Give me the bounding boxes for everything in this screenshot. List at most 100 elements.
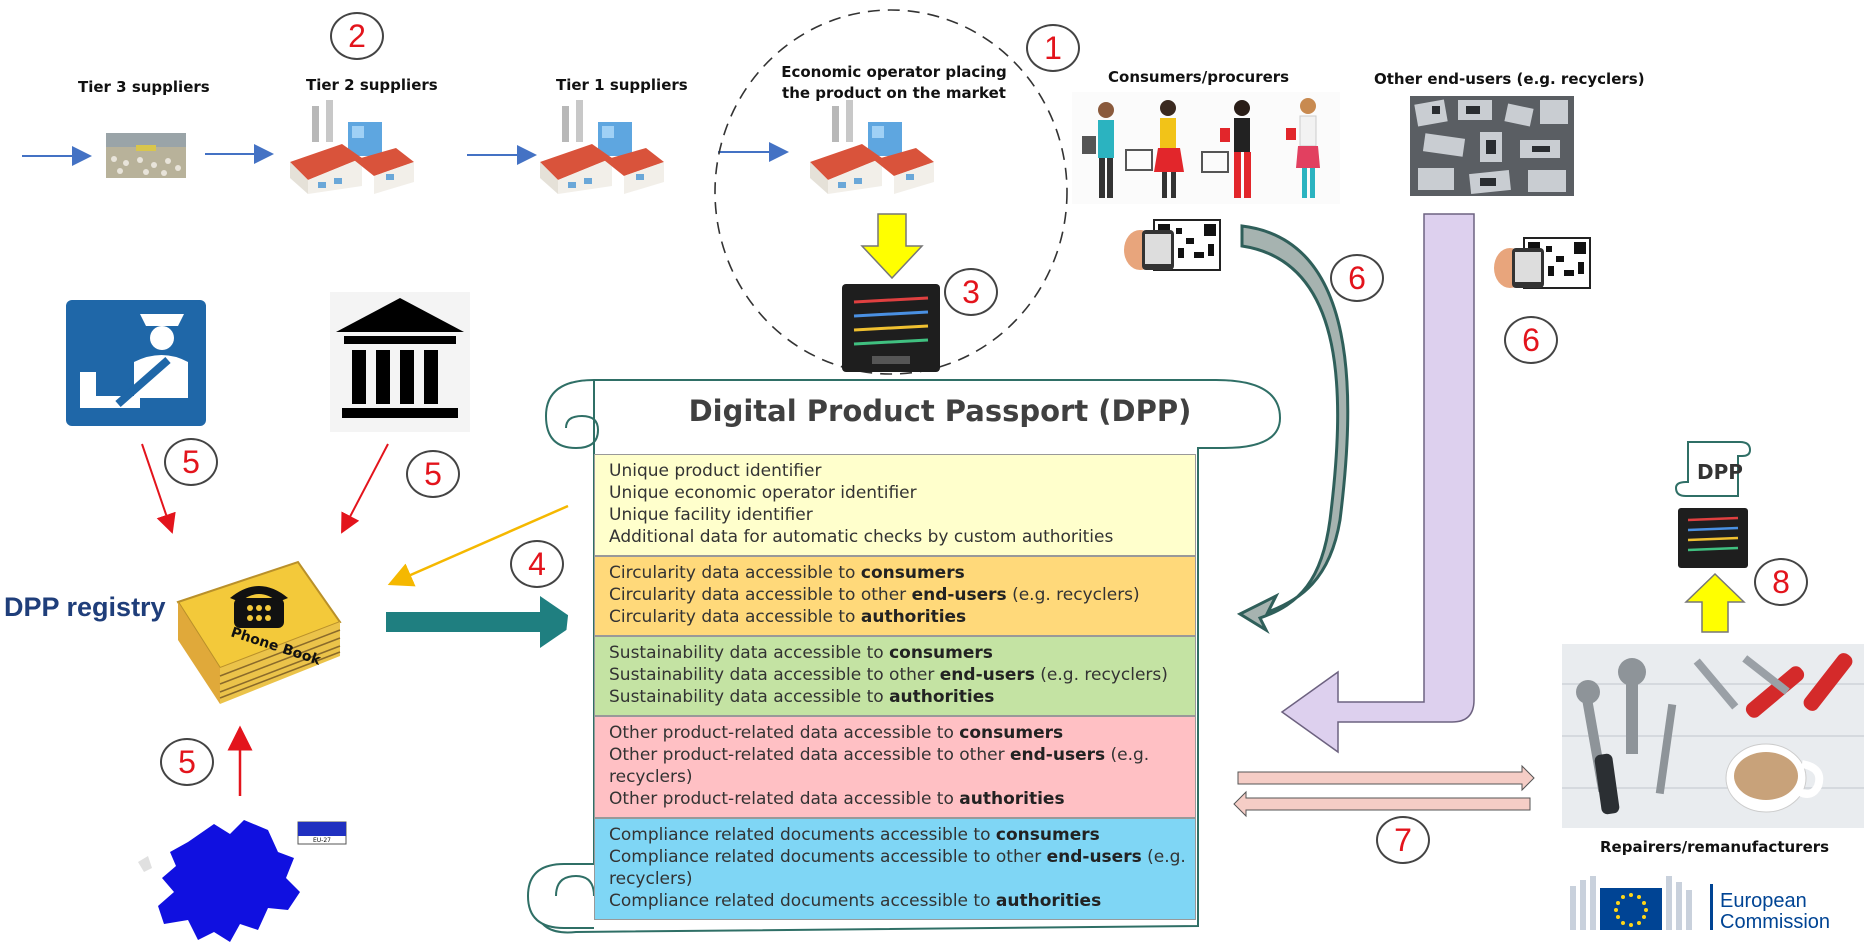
dpp-line-text: Circularity data accessible to other: [609, 585, 912, 605]
dpp-section-line: Compliance related documents accessible …: [609, 846, 1195, 890]
authority-building-icon: [330, 292, 470, 432]
mini-dpp-label: DPP: [1697, 460, 1743, 484]
dpp-section-line: Unique product identifier: [609, 460, 1195, 482]
dpp-line-emphasis: consumers: [860, 563, 965, 583]
dpp-line-emphasis: consumers: [995, 825, 1100, 845]
e-waste-photo: [1410, 96, 1574, 196]
dpp-section-line: Sustainability data accessible to consum…: [609, 642, 1195, 664]
dpp-line-text: Sustainability data accessible to: [609, 687, 890, 707]
dpp-line-text: Compliance related documents accessible …: [609, 825, 996, 845]
qr-scan-phone-icon: [1124, 219, 1221, 271]
dpp-line-text: Circularity data accessible to: [609, 563, 861, 583]
dpp-section-line: Other product-related data accessible to…: [609, 722, 1195, 744]
dpp-section-line: Circularity data accessible to authoriti…: [609, 606, 1195, 628]
operator-factory-icon: [810, 100, 934, 194]
dpp-section-sustainability: Sustainability data accessible to consum…: [594, 636, 1196, 716]
phone-book-icon: Phone Book: [176, 560, 342, 704]
dpp-section-line: Unique economic operator identifier: [609, 482, 1195, 504]
dpp-line-text: Sustainability data accessible to other: [609, 665, 940, 685]
dpp-section-circularity: Circularity data accessible to consumers…: [594, 556, 1196, 636]
dpp-line-text: Unique economic operator identifier: [609, 483, 917, 503]
dpp-line-emphasis: end-users: [939, 665, 1035, 685]
authority-to-registry-arrow: [341, 443, 389, 534]
tier1-factory-icon: [540, 100, 664, 194]
european-commission-logo: [1570, 876, 1713, 930]
step-marker-3: 3: [944, 268, 998, 316]
eu-map-icon: EU-27: [138, 820, 347, 942]
dpp-line-text: (e.g. recyclers): [1006, 585, 1140, 605]
tier3-label: Tier 3 suppliers: [78, 78, 210, 96]
step-marker-7: 7: [1376, 816, 1430, 864]
dpp-line-emphasis: authorities: [959, 789, 1065, 809]
dpp-line-emphasis: consumers: [959, 723, 1064, 743]
operator-dashed-circle: [714, 9, 1068, 375]
qr-scan-phone-icon-2: [1494, 237, 1591, 289]
dpp-line-emphasis: authorities: [995, 891, 1102, 911]
step-marker-2: 2: [330, 12, 384, 60]
step-marker-6-consumers: 6: [1330, 254, 1384, 302]
step-marker-4: 4: [510, 540, 564, 588]
dpp-section-line: Sustainability data accessible to author…: [609, 686, 1195, 708]
yellow-down-arrow: [860, 213, 924, 280]
dpp-line-text: Compliance related documents accessible …: [609, 847, 1047, 867]
server-icon: [842, 284, 940, 372]
dpp-line-text: (e.g. recyclers): [1034, 665, 1168, 685]
dpp-line-text: Sustainability data accessible to: [609, 643, 890, 663]
dpp-registry-label: DPP registry: [4, 592, 166, 622]
tier1-label: Tier 1 suppliers: [556, 76, 688, 94]
dpp-line-text: (e.g. recyclers): [609, 847, 1186, 889]
dpp-to-repairers-arrow: [1237, 764, 1535, 792]
european-commission-text: European Commission: [1720, 890, 1831, 933]
dpp-line-emphasis: end-users: [1046, 847, 1142, 867]
dpp-section-other-product: Other product-related data accessible to…: [594, 716, 1196, 818]
repair-tools-photo: [1562, 644, 1864, 828]
repairers-label: Repairers/remanufacturers: [1600, 838, 1830, 856]
customs-to-registry-arrow: [141, 443, 176, 534]
dpp-line-emphasis: authorities: [889, 687, 995, 707]
consumers-to-dpp-curved-arrow: [1236, 224, 1350, 635]
repairers-to-dpp-arrow: [1233, 790, 1531, 818]
customs-officer-icon: [66, 300, 206, 426]
operator-label: Economic operator placing the product on…: [781, 63, 1007, 102]
dpp-section-line: Unique facility identifier: [609, 504, 1195, 526]
step-marker-5-eu: 5: [160, 738, 214, 786]
tier2-label: Tier 2 suppliers: [306, 76, 438, 94]
dpp-line-text: Unique product identifier: [609, 461, 822, 481]
yellow-up-arrow: [1684, 572, 1746, 633]
dpp-section-line: Circularity data accessible to consumers: [609, 562, 1195, 584]
step-marker-8: 8: [1754, 558, 1808, 606]
dpp-line-emphasis: end-users: [911, 585, 1007, 605]
step-marker-6-end-users: 6: [1504, 316, 1558, 364]
dpp-line-text: Additional data for automatic checks by …: [609, 527, 1114, 547]
dpp-line-text: Other product-related data accessible to…: [609, 745, 1010, 765]
dpp-section-line: Other product-related data accessible to…: [609, 744, 1195, 788]
dpp-section-line: Compliance related documents accessible …: [609, 824, 1195, 846]
consumers-shopping-photo: [1072, 92, 1340, 204]
dpp-section-line: Additional data for automatic checks by …: [609, 526, 1195, 548]
dpp-line-emphasis: end-users: [1009, 745, 1106, 765]
consumers-label: Consumers/procurers: [1108, 68, 1290, 86]
dpp-line-emphasis: consumers: [889, 643, 993, 663]
dpp-section-compliance: Compliance related documents accessible …: [594, 818, 1196, 920]
dpp-line-text: Unique facility identifier: [609, 505, 813, 525]
dpp-section-line: Circularity data accessible to other end…: [609, 584, 1195, 606]
dpp-line-text: Other product-related data accessible to: [609, 723, 960, 743]
eu-badge-text: EU-27: [313, 837, 331, 844]
dpp-line-text: Other product-related data accessible to: [609, 789, 960, 809]
mini-server-icon: [1678, 508, 1748, 568]
cotton-field-photo: [106, 133, 186, 178]
step-marker-5-authority: 5: [406, 450, 460, 498]
dpp-to-registry-arrow: [387, 504, 569, 587]
dpp-title: Digital Product Passport (DPP): [688, 394, 1192, 428]
dpp-line-text: Compliance related documents accessible …: [609, 891, 996, 911]
mini-dpp-scroll: [1674, 441, 1752, 497]
dpp-line-text: Circularity data accessible to: [609, 607, 861, 627]
registry-to-dpp-arrow: [386, 596, 578, 648]
tier2-factory-icon: [290, 100, 414, 194]
step-marker-5-customs: 5: [164, 438, 218, 486]
dpp-section-line: Compliance related documents accessible …: [609, 890, 1195, 912]
dpp-line-emphasis: authorities: [860, 607, 967, 627]
step-marker-1: 1: [1026, 24, 1080, 72]
